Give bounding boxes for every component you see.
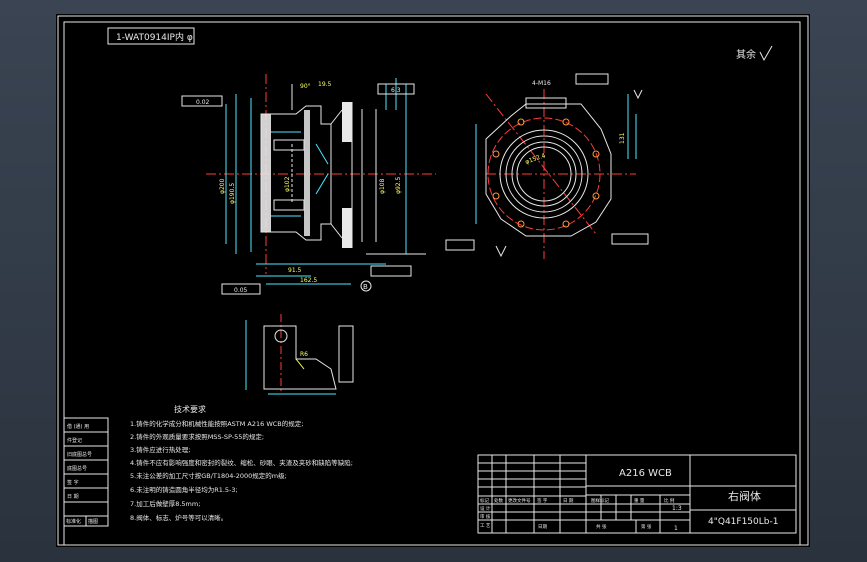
dim-ra: 6.3 xyxy=(391,87,401,94)
tb-label-design: 设 计 xyxy=(480,505,491,512)
scale-text: 1:3 xyxy=(672,505,682,512)
tb-label-total: 共 张 xyxy=(596,523,607,530)
tol-1: 0.02 xyxy=(196,99,210,106)
front-section-view: B xyxy=(181,74,436,295)
tech-req-item: 4.铸件不应有影响强度和密封的裂纹、缩松、砂眼、夹渣及夹砂和缺陷等缺陷; xyxy=(130,458,353,467)
left-revision-table: 借 (通) 用 件登记 旧底图总号 底图总号 签 字 日 期 标准化 描图 xyxy=(63,417,109,527)
left-table-cell: 件登记 xyxy=(67,437,82,444)
tb-label-process: 工 艺 xyxy=(480,523,491,529)
tb-label-count: 处数 xyxy=(494,497,503,504)
tech-req-item: 7.加工后做壁厚8.5mm; xyxy=(130,499,200,508)
inner-border xyxy=(63,21,801,546)
drawing-sheet: 1-WAT0914IP内 φ 其余 B φ200 φ190.5 φ102 φ10… xyxy=(56,14,810,547)
tech-req-item: 2.铸件的外观质量要求按照MSS-SP-55的规定; xyxy=(130,432,264,441)
tb-label-date: 日 期 xyxy=(563,498,574,504)
tb-label-sheet: 第 张 xyxy=(641,523,652,530)
tb-label-mark: 标记 xyxy=(480,497,489,504)
tb-label-review: 审 核 xyxy=(480,513,491,520)
side-view xyxy=(445,73,649,259)
section-bb-view xyxy=(245,314,354,395)
dim-face-dia: φ200 xyxy=(219,178,226,194)
left-table-cell: 标准化 xyxy=(66,518,81,525)
dim-bore-dia: φ102 xyxy=(284,176,291,192)
tb-label-drawing-mark: 图样标记 xyxy=(591,497,609,504)
part-code-text: 4"Q41F150Lb-1 xyxy=(708,517,778,527)
dim-pcd: φ152.4 xyxy=(524,152,546,166)
title-box-frame xyxy=(107,27,195,45)
dim-outer-dia: φ190.5 xyxy=(229,183,236,204)
dim-angle: 90° xyxy=(300,83,311,90)
tech-req-item: 6.未注明的铸造圆角半径均为R1.5-3; xyxy=(130,485,238,494)
left-table-cell: 描图 xyxy=(88,518,98,525)
left-table-cell: 底图总号 xyxy=(67,465,87,472)
roughness-symbol xyxy=(759,45,773,62)
dim-thread: 4-M16 xyxy=(532,80,551,87)
surface-note: 其余 xyxy=(736,48,756,61)
tech-req-list: 1.铸件的化学成分和机械性能按照ASTM A216 WCB的规定; 2.铸件的外… xyxy=(130,419,353,522)
tb-label-sign: 签 字 xyxy=(537,497,548,504)
dim-chamfer: R6 xyxy=(300,351,308,358)
tech-req-item: 5.未注公差的加工尺寸按GB/T1804-2000规定的m级; xyxy=(130,471,287,480)
dim-wall: 19.5 xyxy=(318,81,332,88)
part-name-text: 右阀体 xyxy=(728,489,761,503)
left-table-cell: 签 字 xyxy=(67,479,79,486)
tb-label-weight: 重 量 xyxy=(634,497,645,504)
left-table-cell: 借 (通) 用 xyxy=(67,423,89,430)
tech-req-item: 3.铸件应进行热处理; xyxy=(130,445,190,454)
material-text: A216 WCB xyxy=(619,468,672,479)
tb-label-doc: 更改文件号 xyxy=(508,497,531,504)
title-block: A216 WCB 右阀体 4"Q41F150Lb-1 1:3 1 标记 处数 更… xyxy=(477,454,797,534)
cad-drawing: 1-WAT0914IP内 φ 其余 B φ200 φ190.5 φ102 φ10… xyxy=(57,15,809,546)
dim-len-a: 91.5 xyxy=(288,267,302,274)
tol-2: 0.05 xyxy=(234,287,248,294)
section-label: B xyxy=(363,283,368,291)
left-table-cell: 日 期 xyxy=(67,494,79,500)
page-text: 1 xyxy=(674,525,678,532)
dim-height: 131 xyxy=(619,132,626,144)
dim-flange-dia: φ108 xyxy=(379,178,386,194)
tb-label-scale: 比 例 xyxy=(664,497,675,504)
tech-req-title: 技术要求 xyxy=(174,404,206,414)
title-box-text: 1-WAT0914IP内 φ xyxy=(116,31,193,43)
dim-seat-dia: φ92.5 xyxy=(395,177,402,195)
tech-req-item: 1.铸件的化学成分和机械性能按照ASTM A216 WCB的规定; xyxy=(130,419,303,428)
left-table-cell: 旧底图总号 xyxy=(67,451,92,458)
tech-req-item: 8.阀体、标志、炉号等可以清晰。 xyxy=(130,513,227,522)
dim-len-b: 162.5 xyxy=(300,277,317,284)
tb-label-date2: 日期 xyxy=(538,524,547,530)
